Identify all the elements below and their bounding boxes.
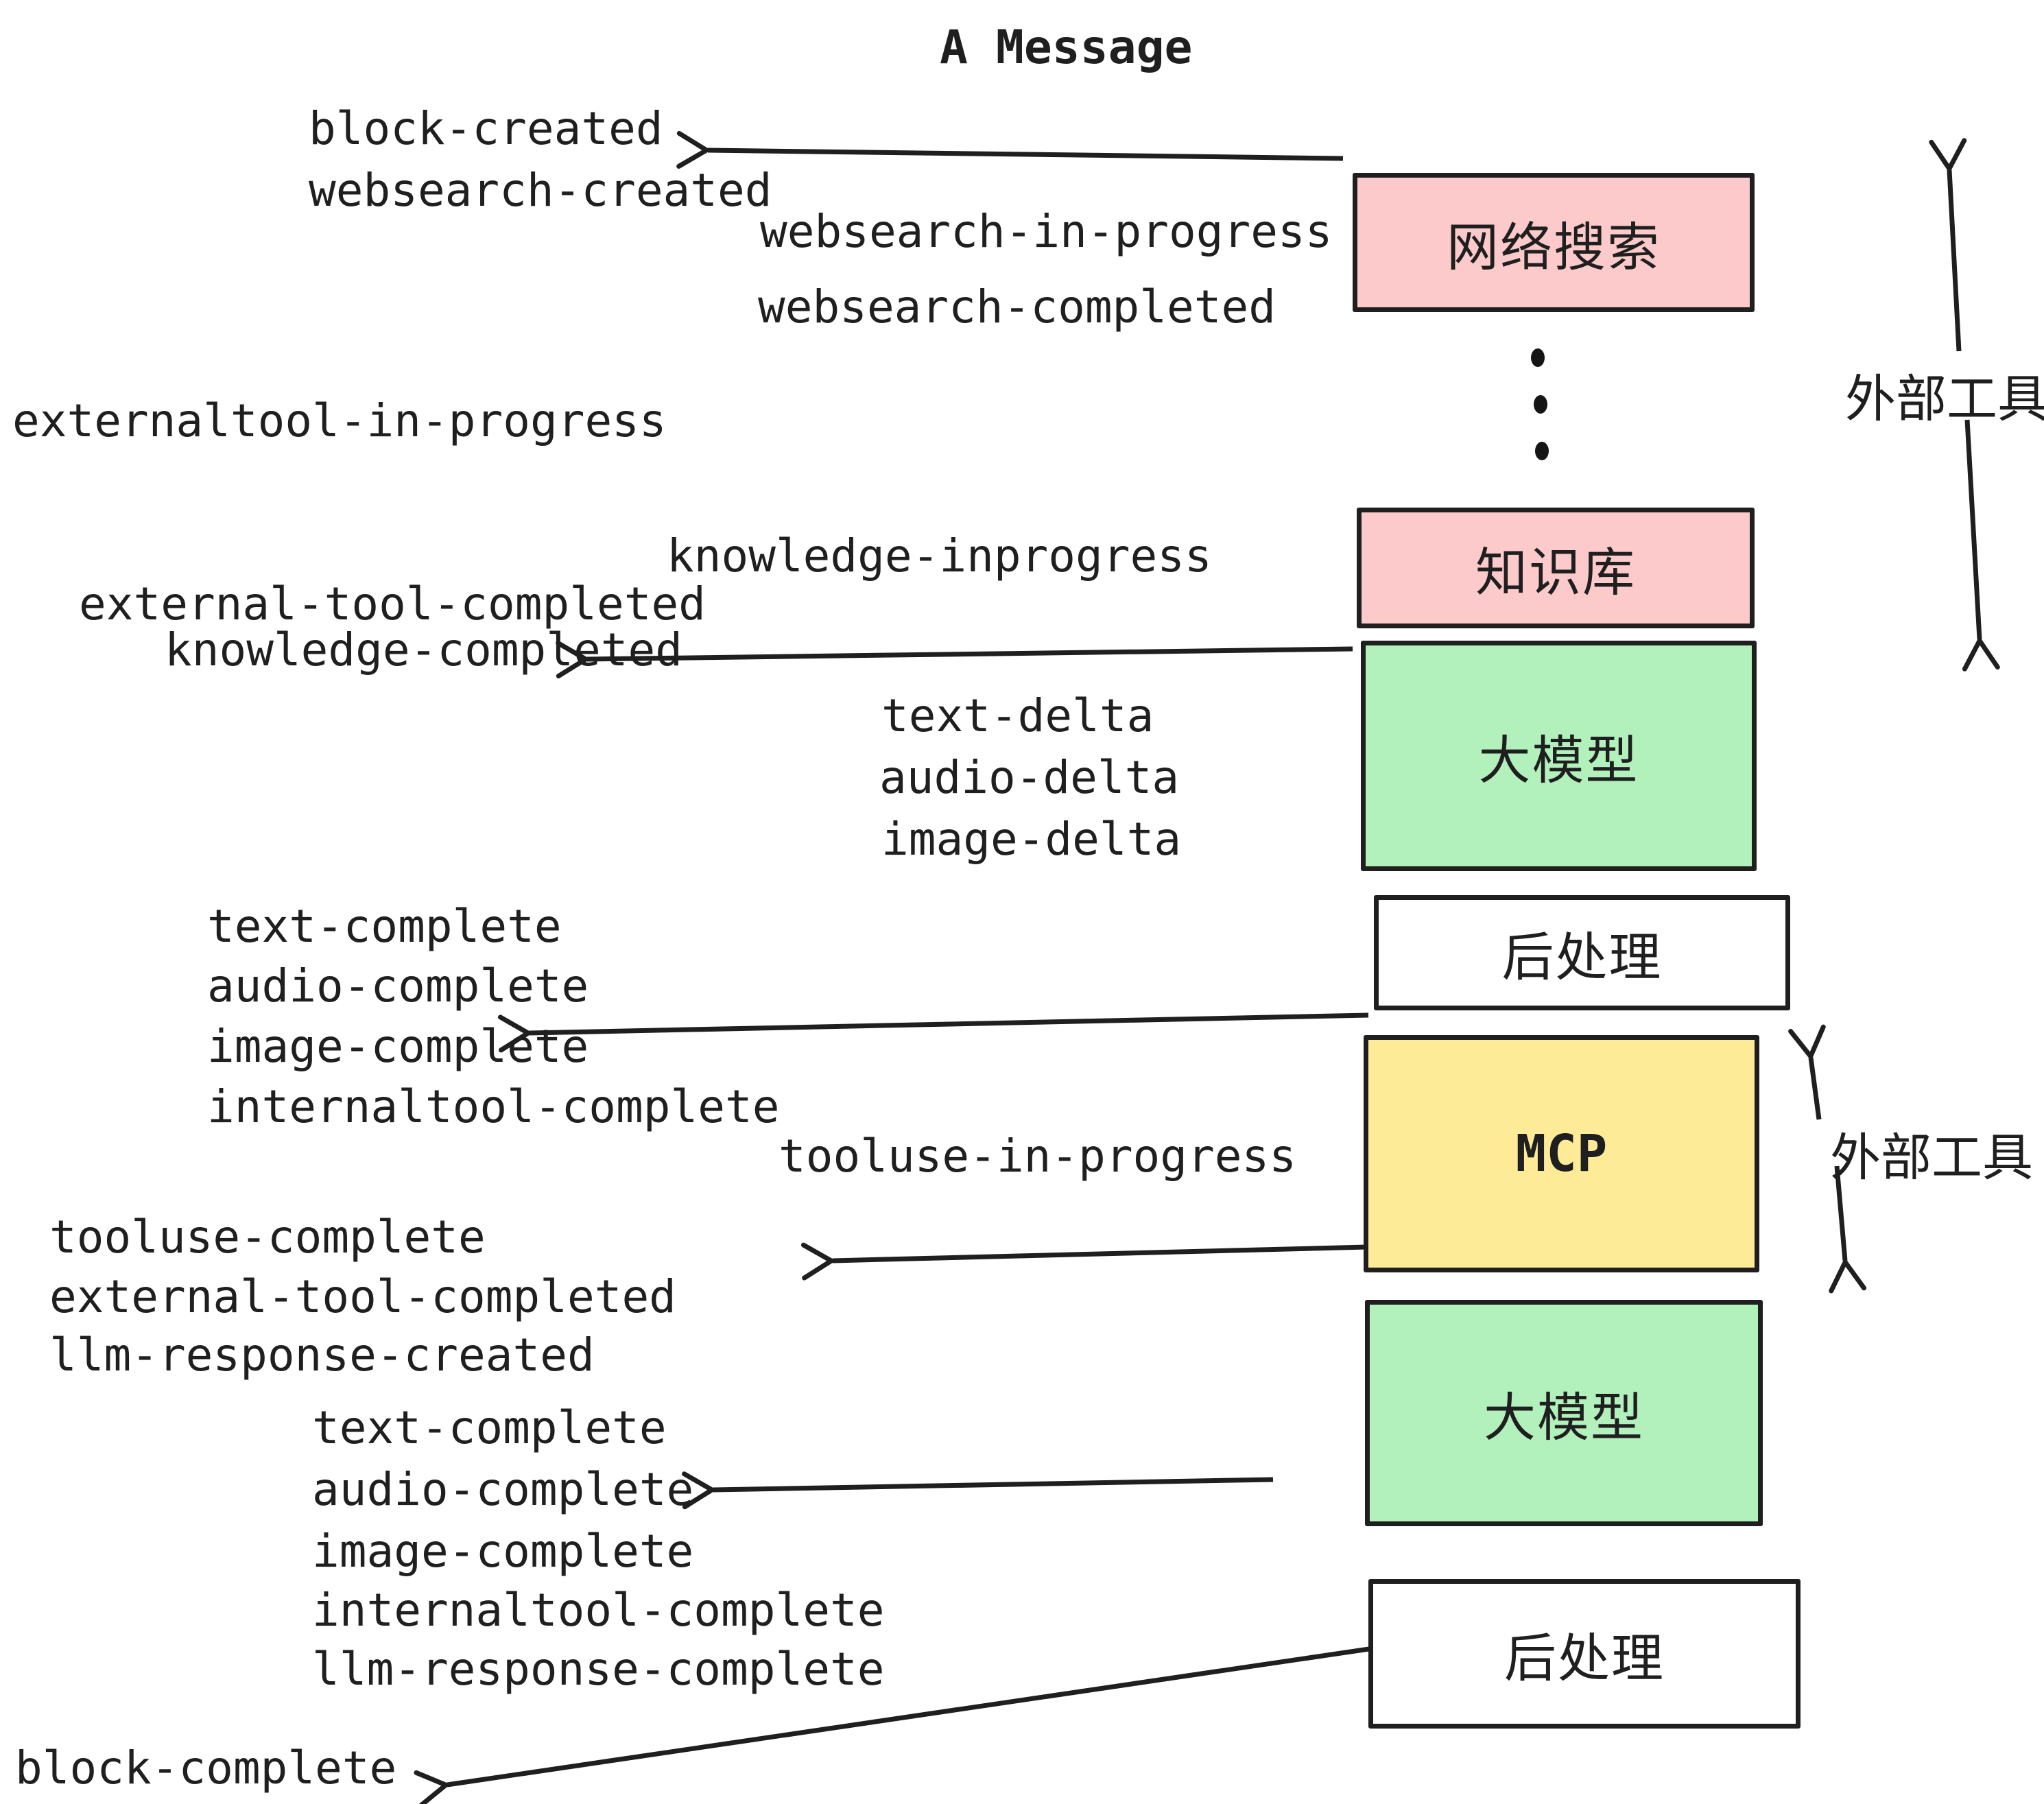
arrow-knowledge-to-knowledge-completed	[556, 641, 1353, 679]
external-tools-annotation-bottom: 外部工具	[1830, 1128, 2033, 1187]
event-block-complete: block-complete	[15, 1742, 397, 1794]
llm-box-bottom: 大模型	[1365, 1300, 1763, 1526]
diagram-title: A Message	[940, 21, 1193, 75]
mcp-box: MCP	[1364, 1035, 1759, 1272]
event-text-complete-1: text-complete	[207, 900, 562, 953]
event-internaltool-complete-1: internaltool-complete	[207, 1080, 780, 1133]
event-llm-response-complete: llm-response-complete	[312, 1643, 885, 1696]
llm-box-top: 大模型	[1361, 641, 1757, 871]
postprocess-box-top-label: 后处理	[1501, 927, 1663, 988]
event-image-complete-1: image-complete	[207, 1020, 589, 1073]
ellipsis-dot	[1535, 442, 1549, 460]
event-websearch-created: websearch-created	[309, 164, 772, 217]
llm-box-bottom-label: 大模型	[1484, 1387, 1644, 1448]
external-tools-top-down-arrow	[1962, 419, 2000, 672]
event-text-complete-2: text-complete	[312, 1401, 667, 1454]
arrow-websearch-to-block-created	[676, 130, 1344, 169]
event-tooluse-complete: tooluse-complete	[49, 1211, 486, 1263]
event-block-created: block-created	[309, 102, 663, 155]
event-audio-complete-2: audio-complete	[312, 1463, 694, 1516]
postprocess-box-bottom-label: 后处理	[1504, 1628, 1665, 1689]
event-audio-complete-1: audio-complete	[207, 960, 589, 1012]
arrow-llm-to-audio-complete	[682, 1471, 1274, 1510]
event-image-complete-2: image-complete	[312, 1525, 694, 1578]
llm-box-top-label: 大模型	[1478, 730, 1639, 791]
websearch-box: 网络搜索	[1353, 173, 1755, 312]
event-internaltool-complete-2: internaltool-complete	[312, 1584, 885, 1637]
event-externaltool-in-progress: externaltool-in-progress	[12, 394, 667, 447]
event-tooluse-in-progress: tooluse-in-progress	[779, 1130, 1296, 1183]
event-text-delta-1: text-delta	[881, 689, 1154, 742]
event-external-tool-completed-2: external-tool-completed	[49, 1270, 676, 1323]
event-websearch-in-progress: websearch-in-progress	[760, 205, 1333, 258]
event-knowledge-inprogress: knowledge-inprogress	[667, 530, 1212, 582]
websearch-box-label: 网络搜索	[1447, 216, 1661, 278]
knowledge-base-box: 知识库	[1357, 508, 1755, 628]
arrow-postprocess-to-complete-list	[497, 1012, 1369, 1053]
ellipsis-dot	[1534, 395, 1547, 414]
event-external-tool-completed-1: external-tool-completed	[79, 578, 706, 630]
event-llm-response-created: llm-response-created	[49, 1329, 595, 1381]
ellipsis-dot	[1531, 348, 1545, 367]
mcp-box-label: MCP	[1515, 1124, 1608, 1183]
external-tools-top-up-arrow	[1929, 138, 1967, 352]
event-image-delta-1: image-delta	[881, 813, 1182, 866]
event-audio-delta-1: audio-delta	[879, 751, 1180, 804]
arrow-mcp-to-tooluse-complete	[800, 1242, 1367, 1281]
postprocess-box-bottom: 后处理	[1368, 1579, 1801, 1729]
postprocess-box-top: 后处理	[1374, 895, 1790, 1010]
knowledge-base-box-label: 知识库	[1475, 542, 1636, 603]
event-websearch-completed: websearch-completed	[758, 281, 1276, 333]
event-knowledge-completed: knowledge-completed	[165, 624, 682, 676]
external-tools-bottom-up-arrow	[1788, 1024, 1826, 1120]
external-tools-annotation-top: 外部工具	[1845, 370, 2044, 429]
